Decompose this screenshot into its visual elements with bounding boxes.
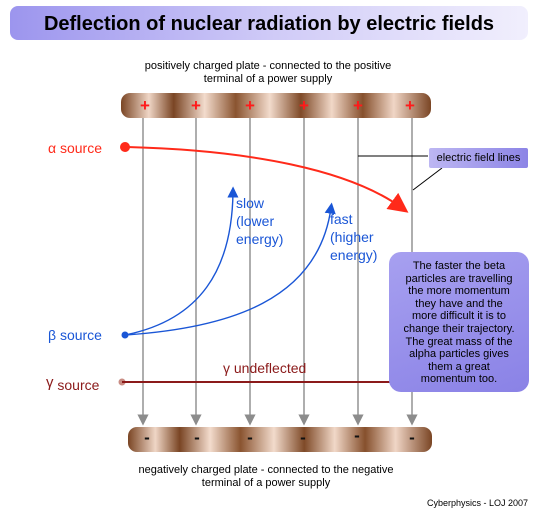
- field-lines-pointer: [412, 167, 443, 191]
- gamma-source-word: source: [57, 377, 100, 393]
- title-banner: Deflection of nuclear radiation by elect…: [10, 6, 528, 40]
- beta-fast-label: fast (higher energy): [330, 211, 378, 263]
- minus-sign: -: [354, 426, 360, 445]
- top-plate-caption: positively charged plate - connected to …: [144, 60, 392, 85]
- gamma-symbol: γ: [46, 374, 54, 391]
- credit: Cyberphysics - LOJ 2007: [426, 498, 528, 508]
- beta-slow-path: [124, 186, 239, 336]
- plus-sign: +: [405, 96, 415, 115]
- plus-sign: +: [245, 96, 255, 115]
- minus-sign: -: [300, 428, 306, 447]
- plus-sign: +: [299, 96, 309, 115]
- field-lines-label: electric field lines: [429, 148, 528, 168]
- bottom-plate-caption: negatively charged plate - connected to …: [138, 464, 394, 489]
- page-title: Deflection of nuclear radiation by elect…: [43, 13, 495, 35]
- minus-sign: -: [144, 428, 150, 447]
- gamma-undeflected-label: γ undeflected: [223, 360, 307, 376]
- plus-sign: +: [140, 96, 150, 115]
- beta-source-label: β source: [48, 327, 102, 343]
- plus-sign: +: [353, 96, 363, 115]
- momentum-note: The faster the beta particles are travel…: [389, 252, 529, 392]
- minus-sign: -: [194, 428, 200, 447]
- negative-plate: - - - - - -: [128, 427, 432, 452]
- minus-sign: -: [409, 428, 415, 447]
- alpha-path: [124, 146, 409, 213]
- minus-sign: -: [247, 428, 253, 447]
- plus-sign: +: [191, 96, 201, 115]
- alpha-source-label: α source: [48, 140, 103, 156]
- positive-plate: + + + + + +: [121, 93, 431, 118]
- beta-fast-path: [124, 202, 336, 336]
- beta-slow-label: slow (lower energy): [236, 195, 284, 247]
- gamma-source-label: γ source: [46, 374, 100, 394]
